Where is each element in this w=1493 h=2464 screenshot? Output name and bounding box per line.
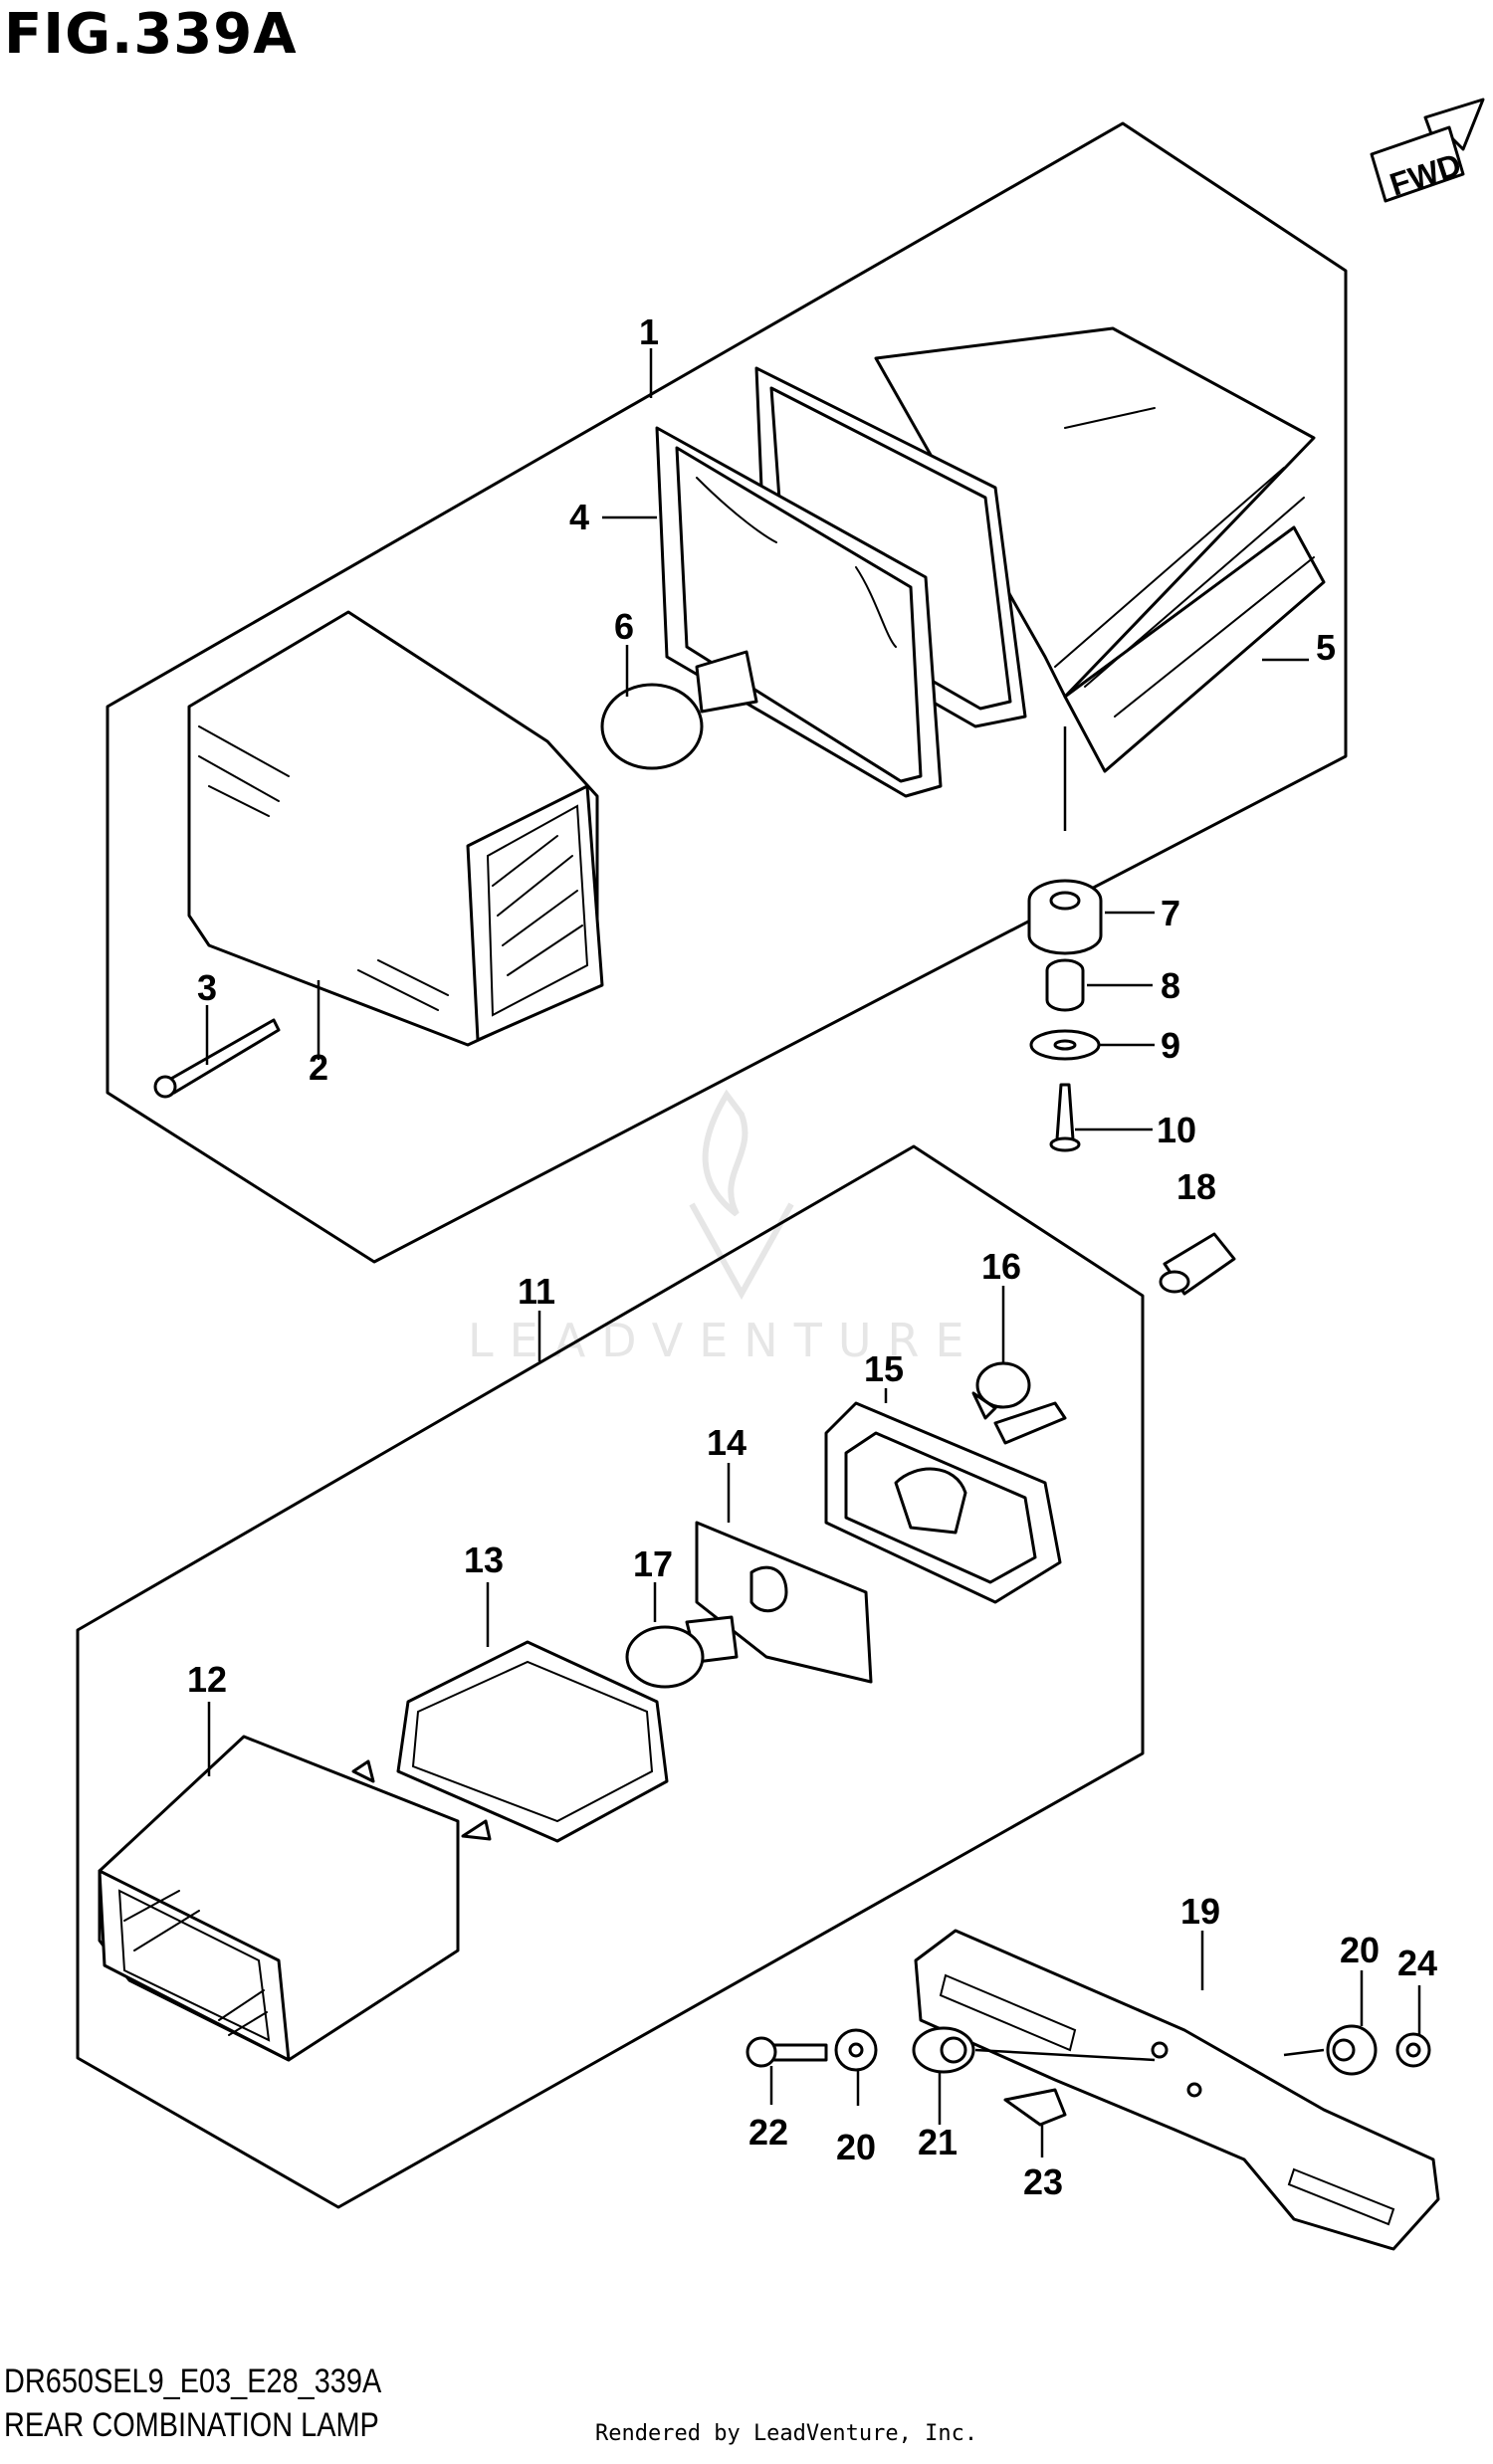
- hardware-right-stack: [1283, 2024, 1431, 2076]
- figure-title: FIG.339A: [4, 2, 298, 67]
- part-3-screw: [153, 1018, 281, 1099]
- callout-1: 1: [639, 311, 659, 352]
- part-5-lamp-housing: [874, 326, 1326, 773]
- callout-11: 11: [518, 1271, 555, 1312]
- callout-4: 4: [569, 497, 589, 537]
- callout-3: 3: [197, 967, 217, 1008]
- part-12-lens: [98, 1735, 492, 2062]
- part-2-lens: [187, 610, 604, 1047]
- callout-labels: 1 2 3 4 5 6 7 8 9 10 11 12 13 14 15 16 1…: [187, 311, 1437, 2202]
- callout-5: 5: [1316, 627, 1336, 668]
- callout-9: 9: [1161, 1025, 1180, 1066]
- render-credit: Rendered by LeadVenture, Inc.: [595, 2421, 978, 2446]
- callout-20-left: 20: [836, 2127, 876, 2167]
- upper-assembly-outline: [106, 121, 1348, 1264]
- callout-15: 15: [864, 1348, 904, 1389]
- part-17-bulb: [625, 1615, 739, 1689]
- callout-22: 22: [748, 2112, 788, 2153]
- part-4-lens-ring: [655, 426, 943, 798]
- part-13-gasket: [396, 1640, 669, 1843]
- part-16-grommet: [971, 1361, 1031, 1420]
- callout-16: 16: [981, 1246, 1021, 1287]
- lower-assembly-outline: [76, 1144, 1145, 2209]
- callout-23: 23: [1023, 2161, 1063, 2202]
- callout-12: 12: [187, 1659, 227, 1700]
- part-6-bulb: [600, 650, 758, 770]
- watermark-text: LEADVENTURE: [468, 1314, 980, 1367]
- callout-6: 6: [614, 606, 634, 647]
- part-18-collar: [1159, 1232, 1236, 1296]
- part-23-clip: [1003, 2088, 1067, 2127]
- callout-17: 17: [633, 1543, 673, 1584]
- part-14-holder: [695, 1521, 873, 1684]
- callout-10: 10: [1157, 1110, 1196, 1150]
- callout-20-right: 20: [1340, 1930, 1380, 1970]
- part-15-lamp-base: [824, 1401, 1067, 1604]
- figure-name: REAR COMBINATION LAMP: [4, 2406, 379, 2444]
- callout-2: 2: [309, 1047, 328, 1088]
- hardware-left-stack: [746, 2026, 1156, 2074]
- callout-7: 7: [1161, 893, 1180, 933]
- watermark-logo: [689, 1089, 794, 1301]
- figure-code: DR650SEL9_E03_E28_339A: [4, 2362, 382, 2400]
- parts-7-10-stack: [1027, 726, 1103, 1152]
- leader-lines: [205, 348, 1421, 2157]
- callout-13: 13: [464, 1540, 504, 1580]
- callout-18: 18: [1176, 1166, 1216, 1207]
- callout-21: 21: [918, 2122, 958, 2162]
- callout-8: 8: [1161, 965, 1180, 1006]
- callout-14: 14: [707, 1422, 746, 1463]
- callout-19: 19: [1180, 1891, 1220, 1932]
- callout-24: 24: [1397, 1943, 1437, 1983]
- fwd-arrow-icon: FWD: [1370, 98, 1485, 203]
- part-19-bracket: [914, 1929, 1440, 2251]
